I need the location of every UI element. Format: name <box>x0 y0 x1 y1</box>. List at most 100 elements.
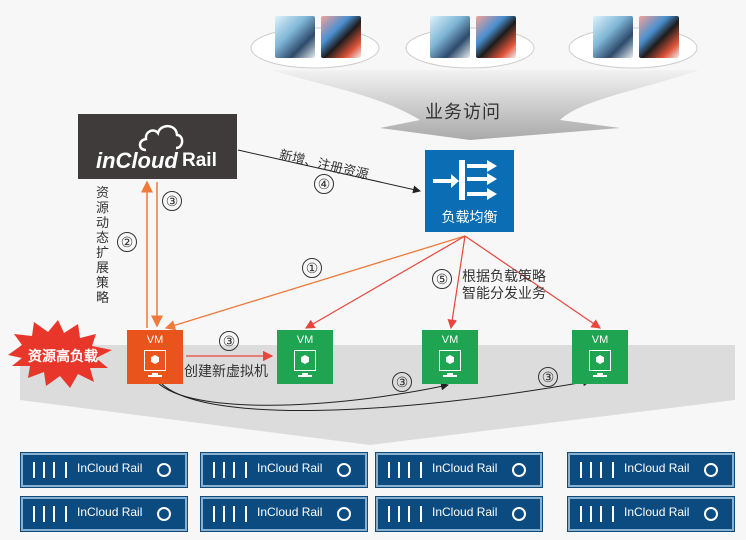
drive-bay-icon <box>388 506 390 522</box>
incloud-rail-server[interactable]: InCloud Rail <box>21 497 187 531</box>
incloud-rail-server[interactable]: InCloud Rail <box>568 497 734 531</box>
drive-bay-icon <box>580 506 582 522</box>
logo-brand: inCloud <box>96 148 178 173</box>
incloud-rail-server[interactable]: InCloud Rail <box>201 497 367 531</box>
step2-marker: ② <box>117 232 137 252</box>
cube-icon <box>596 355 604 364</box>
drive-bay-icon <box>33 462 35 478</box>
vm-platform-band <box>20 345 735 445</box>
drive-bay-icon <box>590 462 592 478</box>
step3-migrate-marker: ③ <box>538 367 558 387</box>
drive-bay-icon <box>43 462 45 478</box>
incloud-rail-server[interactable]: InCloud Rail <box>376 453 542 487</box>
dispatch-label-line1: 根据负载策略 <box>462 269 546 285</box>
server-name: InCloud Rail <box>624 505 690 519</box>
arrow-migrate-vm4 <box>159 378 591 412</box>
monitor-icon <box>439 350 461 371</box>
server-name: InCloud Rail <box>432 505 498 519</box>
monitor-base <box>298 375 312 377</box>
power-led-icon <box>157 463 171 477</box>
step3-create-marker: ③ <box>219 331 239 351</box>
incloud-rail-server[interactable]: InCloud Rail <box>568 453 734 487</box>
phone-icon <box>476 16 516 58</box>
vm-node[interactable]: VM <box>572 330 628 384</box>
vm-label: VM <box>441 334 459 346</box>
drive-bay-icon <box>33 506 35 522</box>
drive-bay-icon <box>65 462 67 478</box>
drive-bay-icon <box>600 462 602 478</box>
drive-bay-icon <box>388 462 390 478</box>
drive-bay-icon <box>245 506 247 522</box>
vm-high-load[interactable]: VM <box>127 330 183 384</box>
monitor-base <box>443 375 457 377</box>
step3-migrate-marker: ③ <box>392 372 412 392</box>
power-led-icon <box>704 507 718 521</box>
high-load-burst <box>8 320 112 388</box>
vm-label: VM <box>591 334 609 346</box>
monitor-stand <box>302 373 308 376</box>
drive-bay-icon <box>233 462 235 478</box>
drive-bay-icon <box>420 462 422 478</box>
incloud-rail-logo: inCloud Rail <box>78 114 237 179</box>
load-balancer: 负载均衡 <box>425 150 514 232</box>
drive-bay-icon <box>612 462 614 478</box>
monitor-icon <box>294 350 316 371</box>
incloud-rail-server[interactable]: InCloud Rail <box>201 453 367 487</box>
power-led-icon <box>512 463 526 477</box>
high-load-label: 资源高负载 <box>28 349 98 365</box>
phone-icon <box>639 16 679 58</box>
monitor-stand <box>152 373 158 376</box>
drive-bay-icon <box>65 506 67 522</box>
monitor-base <box>593 375 607 377</box>
drive-bay-icon <box>213 506 215 522</box>
vm-new[interactable]: VM <box>277 330 333 384</box>
step3-marker: ③ <box>162 191 182 211</box>
drive-bay-icon <box>223 462 225 478</box>
step1-marker: ① <box>302 258 322 278</box>
drive-bay-icon <box>612 506 614 522</box>
vm-node[interactable]: VM <box>422 330 478 384</box>
drive-bay-icon <box>398 462 400 478</box>
pc-icon <box>430 16 470 58</box>
create-vm-label: 创建新虚拟机 <box>184 364 268 380</box>
load-balancer-label: 负载均衡 <box>441 210 498 226</box>
drive-bay-icon <box>53 506 55 522</box>
drive-bay-icon <box>245 462 247 478</box>
drive-bay-icon <box>223 506 225 522</box>
client-group <box>255 14 385 64</box>
arrow-lb-to-vm3 <box>447 235 466 330</box>
power-led-icon <box>512 507 526 521</box>
pc-icon <box>593 16 633 58</box>
dispatch-label-line2: 智能分发业务 <box>462 286 546 302</box>
drive-bay-icon <box>53 462 55 478</box>
monitor-stand <box>447 373 453 376</box>
cloud-icon <box>138 124 184 152</box>
server-name: InCloud Rail <box>257 461 323 475</box>
vm-label: VM <box>296 334 314 346</box>
monitor-stand <box>597 373 603 376</box>
load-balancer-icon <box>433 160 497 200</box>
drive-bay-icon <box>600 506 602 522</box>
drive-bay-icon <box>408 506 410 522</box>
power-led-icon <box>157 507 171 521</box>
business-access-label: 业务访问 <box>425 102 501 123</box>
power-led-icon <box>704 463 718 477</box>
client-group <box>410 14 540 64</box>
server-name: InCloud Rail <box>624 461 690 475</box>
step4-marker: ④ <box>314 174 334 194</box>
scaling-policy-label: 资源动态扩展策略 <box>96 186 110 306</box>
step5-marker: ⑤ <box>432 269 452 289</box>
incloud-rail-server[interactable]: InCloud Rail <box>376 497 542 531</box>
monitor-icon <box>144 350 166 371</box>
power-led-icon <box>337 463 351 477</box>
incloud-rail-server[interactable]: InCloud Rail <box>21 453 187 487</box>
client-group <box>573 14 703 64</box>
server-name: InCloud Rail <box>432 461 498 475</box>
monitor-base <box>148 375 162 377</box>
cube-icon <box>151 355 159 364</box>
server-name: InCloud Rail <box>77 505 143 519</box>
arrow-step1-lb-to-vm1 <box>164 235 466 331</box>
phone-icon <box>321 16 361 58</box>
cube-icon <box>301 355 309 364</box>
drive-bay-icon <box>233 506 235 522</box>
